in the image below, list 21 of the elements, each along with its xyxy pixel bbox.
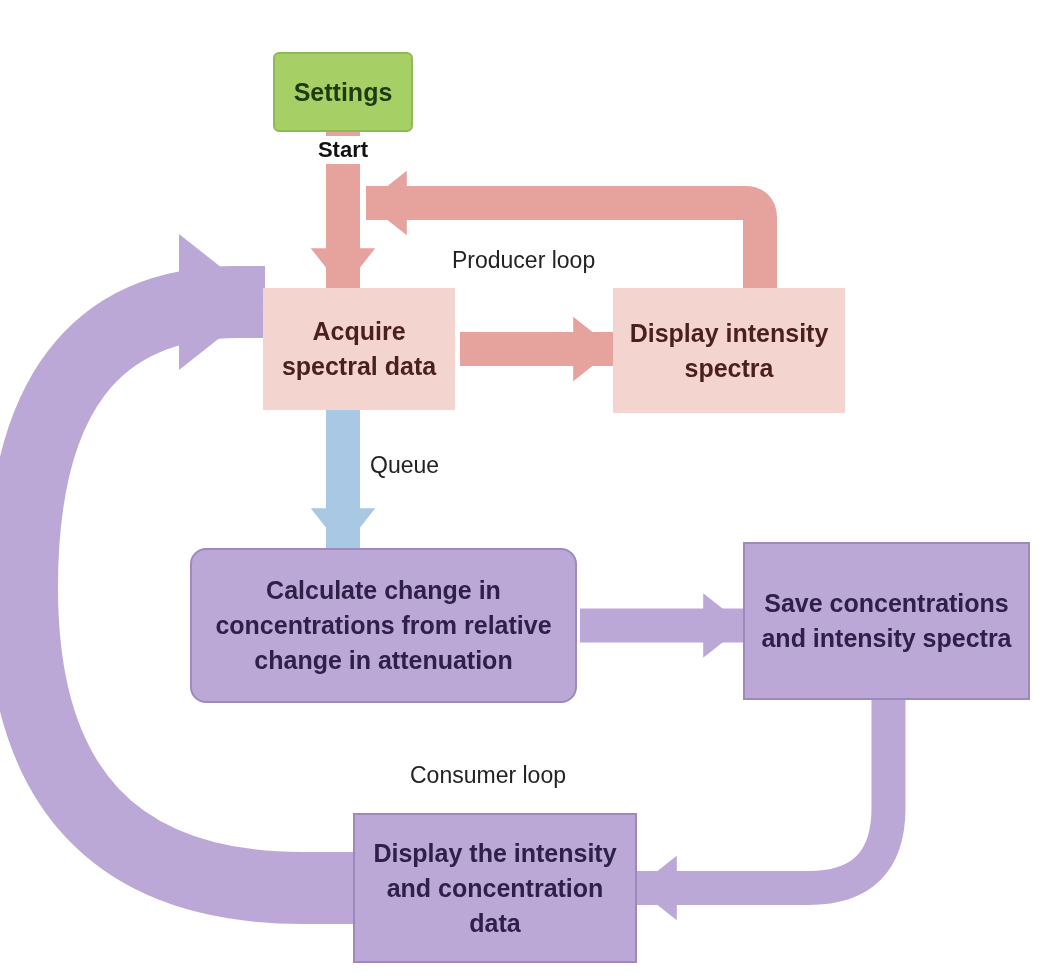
settings-box	[273, 52, 413, 132]
arrow	[460, 316, 614, 382]
arrow	[310, 409, 376, 549]
process-box	[613, 288, 845, 413]
box-label: Calculate change in concentrations from relative change in attenuation	[214, 575, 553, 676]
process-box	[743, 542, 1030, 700]
process-box	[263, 288, 455, 410]
box-label: Settings	[293, 76, 393, 108]
box-label: Display the intensity and concentration data	[372, 837, 618, 939]
box-label: Acquire spectral data	[280, 316, 438, 382]
loop-label: Consumer loop	[410, 761, 566, 790]
box-label: Save concentrations and intensity spectra	[760, 588, 1013, 654]
arrow	[636, 699, 906, 921]
process-box	[353, 813, 637, 963]
process-box	[190, 548, 577, 703]
loop-label: Queue	[370, 451, 440, 480]
loop-label: Producer loop	[452, 246, 596, 275]
arrow	[580, 593, 744, 658]
arrow	[366, 170, 777, 289]
box-label: Display intensity spectra	[628, 317, 830, 384]
arrow	[310, 131, 376, 289]
